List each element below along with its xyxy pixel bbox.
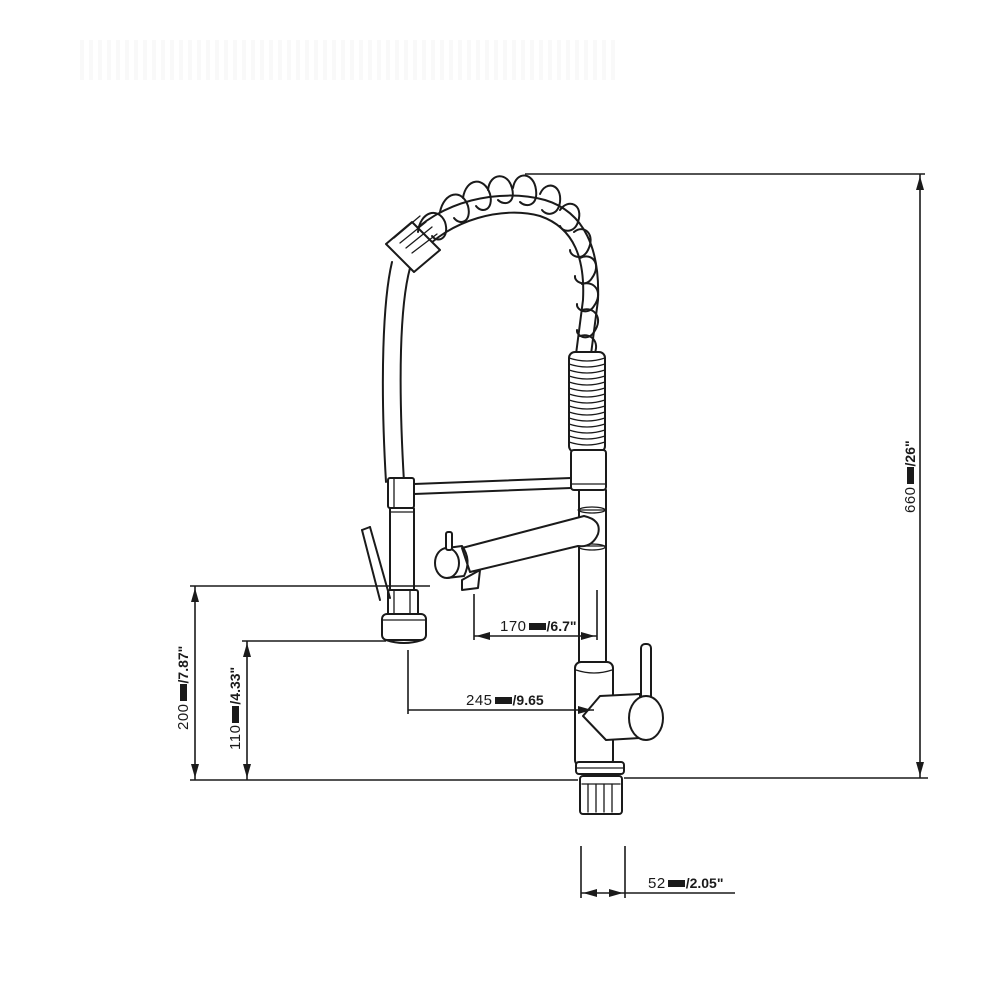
spray-head-height-metric: 200	[175, 703, 192, 730]
spray-head-reach-metric: 245	[466, 692, 493, 709]
spray-outlet-height-imperial: /4.33"	[227, 666, 243, 705]
mm-unit-mark	[232, 705, 240, 723]
mm-unit-mark	[494, 697, 512, 705]
spray-head-trigger-lever	[361, 526, 391, 601]
hose-collar	[385, 215, 441, 273]
spray-head-reach-label: 245/9.65	[466, 693, 544, 708]
mm-unit-mark	[528, 623, 546, 631]
overall-height-metric: 660	[902, 486, 919, 513]
spray-head-height-label: 200/7.87"	[175, 645, 192, 730]
pull-down-spray-head	[381, 589, 427, 644]
spray-head-holder	[387, 477, 415, 591]
upper-column-collar	[570, 449, 607, 491]
mm-unit-mark	[180, 684, 188, 702]
mixing-handle	[582, 643, 664, 741]
spray-hose	[381, 261, 411, 483]
base-diameter-label: 52/2.05"	[648, 876, 723, 891]
mounting-base-nut	[579, 775, 623, 815]
dimension-lines	[190, 173, 928, 898]
base-diameter-metric: 52	[648, 875, 666, 892]
mm-unit-mark	[667, 880, 685, 888]
spray-outlet-height-metric: 110	[227, 724, 244, 750]
swivel-spout-reach-imperial: /6.7"	[546, 618, 577, 634]
mm-unit-mark	[907, 467, 915, 485]
spray-head-reach-imperial: /9.65	[512, 692, 544, 708]
tight-coil-section	[568, 351, 606, 453]
swivel-pot-filler-spout	[434, 515, 600, 591]
arch-tube	[404, 194, 600, 363]
overall-height-imperial: /26"	[902, 440, 918, 467]
spray-head-height-imperial: /7.87"	[175, 645, 191, 684]
swivel-spout-reach-label: 170/6.7"	[500, 619, 577, 634]
overall-height-label: 660/26"	[902, 440, 919, 513]
base-diameter-imperial: /2.05"	[685, 875, 724, 891]
coil-spring	[417, 174, 600, 365]
swivel-spout-reach-metric: 170	[500, 618, 527, 635]
support-arm	[413, 477, 572, 495]
spray-outlet-height-label: 110/4.33"	[227, 666, 244, 750]
